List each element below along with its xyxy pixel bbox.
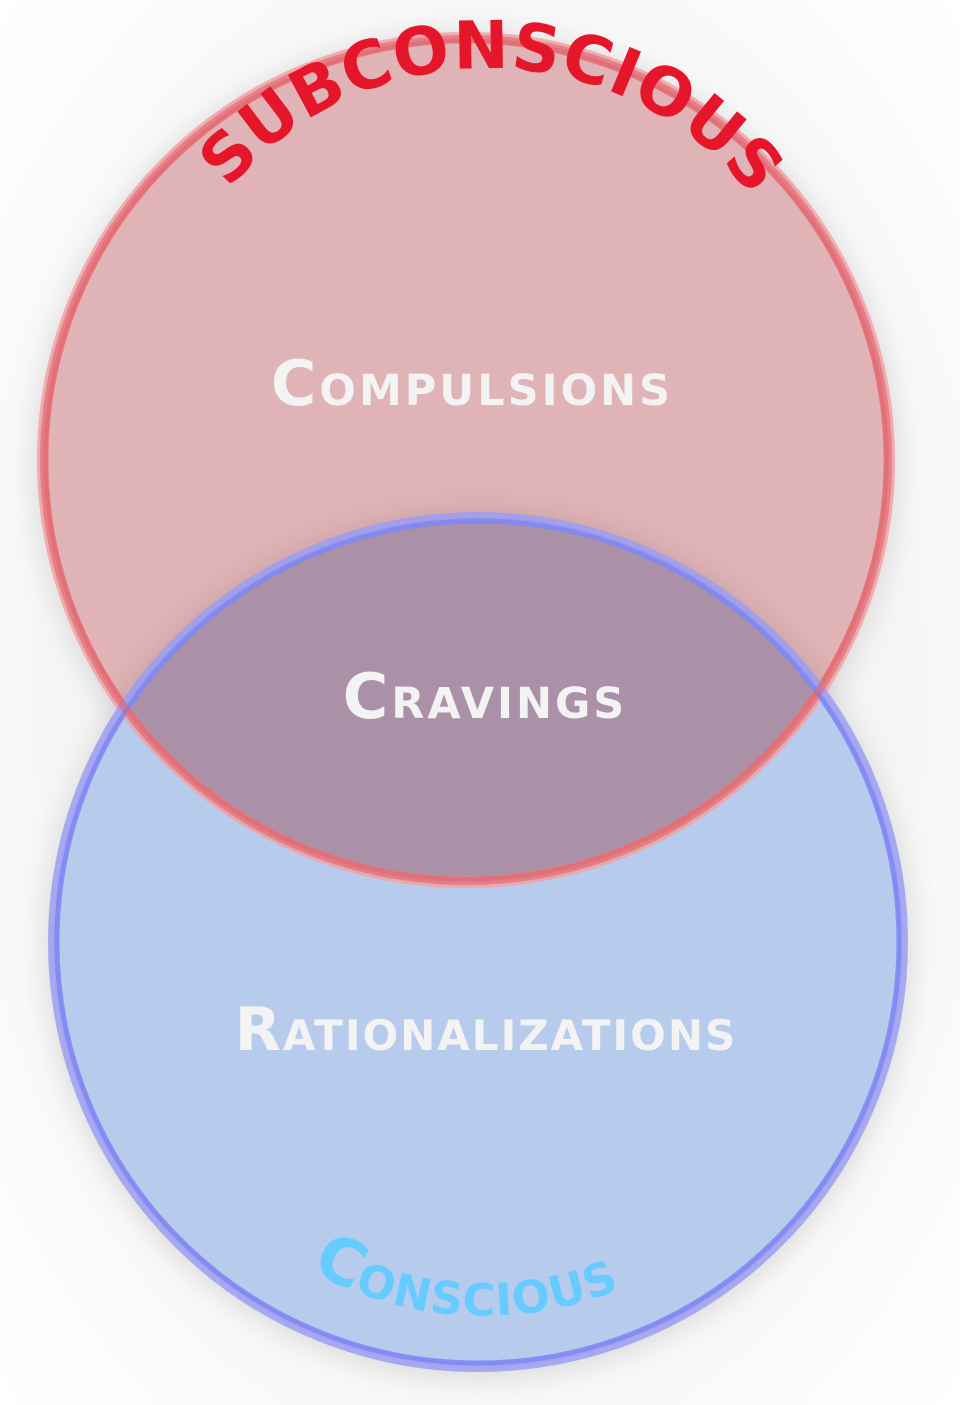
rationalizations-label: Rationalizations: [235, 995, 738, 1065]
conscious-circle-outline-inner: [54, 518, 902, 1366]
cravings-label: Cravings: [343, 660, 628, 733]
compulsions-label: Compulsions: [271, 347, 673, 420]
subconscious-circle-outline-overlap: [40, 35, 892, 885]
intersection-region: [53, 517, 890, 883]
conscious-circle-outline-outer: [48, 512, 908, 1372]
